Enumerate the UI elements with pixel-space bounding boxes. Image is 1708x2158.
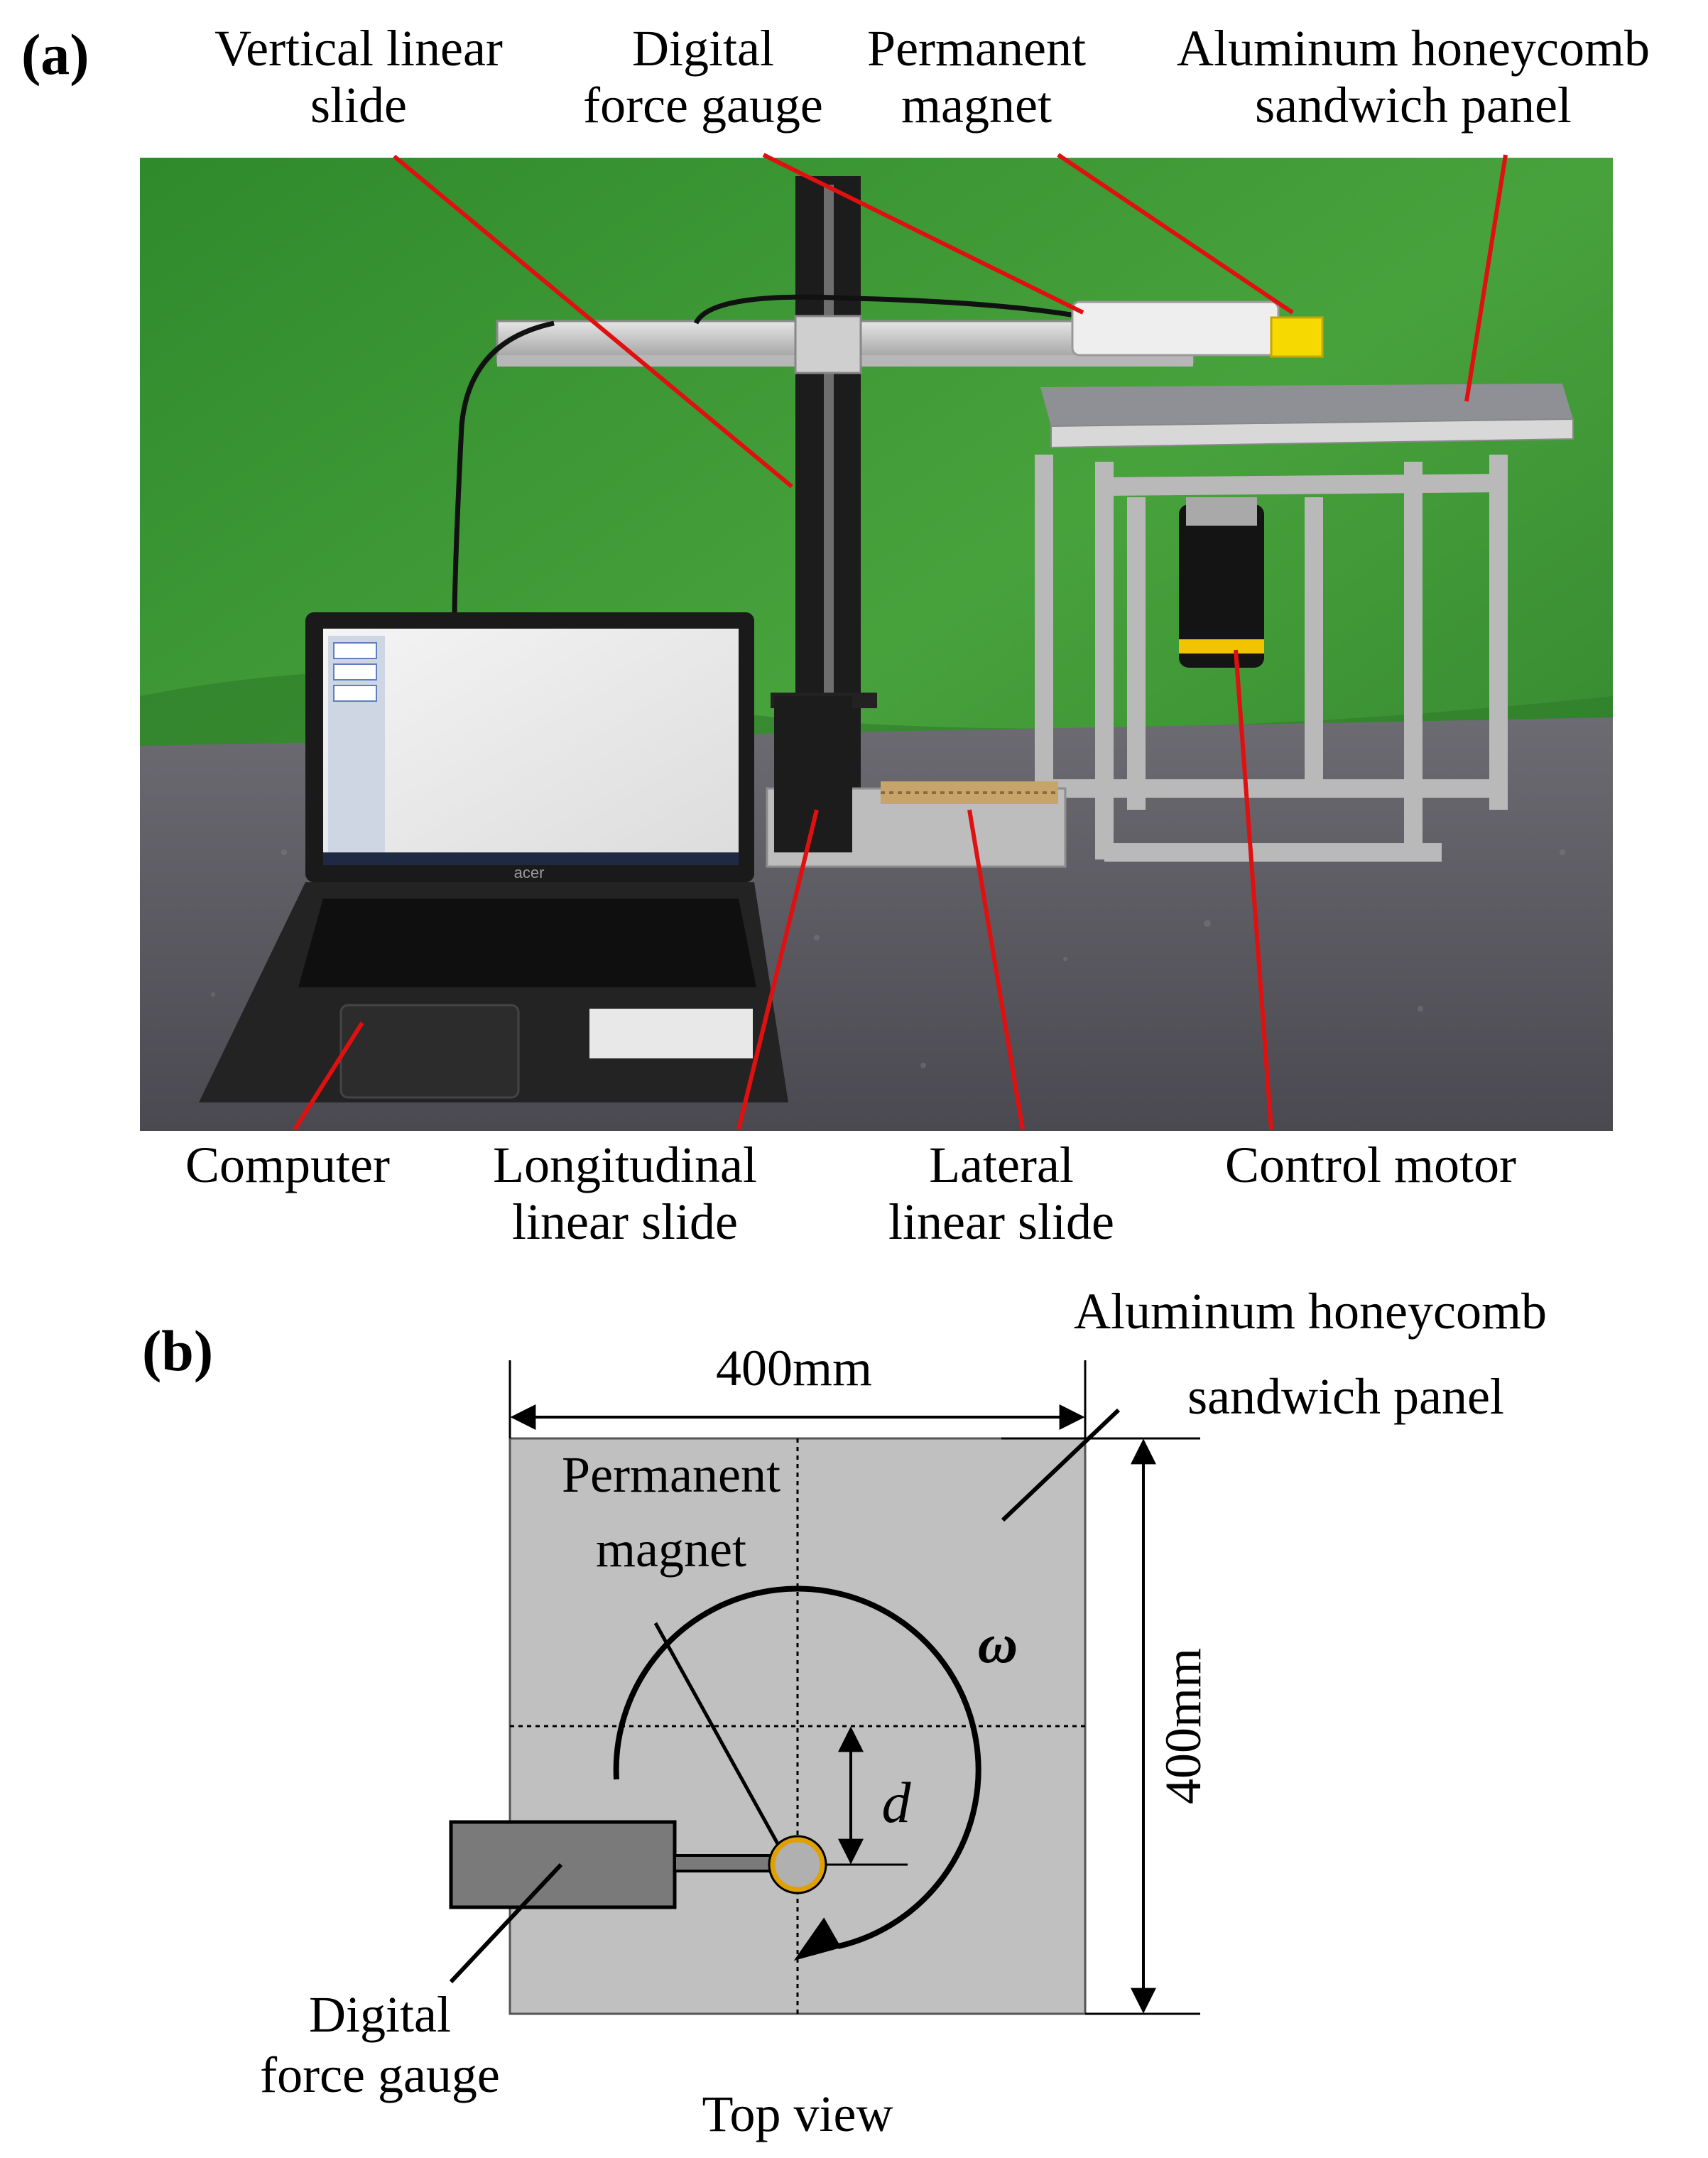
aluminum-frame [1035, 455, 1508, 862]
label-vertical-slide-line1: Vertical linear [214, 20, 503, 77]
panel-label-line2: sandwich panel [1187, 1368, 1504, 1425]
leader-lateral [967, 809, 1025, 1130]
leader-computer [293, 1021, 364, 1131]
label-lateral-slide: Lateral linear slide [852, 1137, 1151, 1250]
panel-label-line1: Aluminum honeycomb [1074, 1283, 1547, 1340]
label-magnet: Permanent magnet [845, 20, 1108, 134]
label-vertical-slide-line2: slide [310, 77, 407, 134]
top-view-caption: Top view [702, 2086, 893, 2142]
label-honeycomb-panel: Aluminum honeycomb sandwich panel [1136, 20, 1690, 134]
width-dimension-label: 400mm [716, 1340, 872, 1397]
magnet-label-line1: Permanent [562, 1446, 780, 1503]
rotation-arc [613, 1585, 981, 1949]
magnet-circle [770, 1837, 825, 1892]
label-panel-line2: sandwich panel [1255, 77, 1572, 134]
label-force-gauge-line2: force gauge [583, 77, 823, 134]
gauge-leader-line [449, 1863, 563, 1984]
label-longitudinal-slide: Longitudinal linear slide [462, 1137, 788, 1250]
label-vertical-slide: Vertical linear slide [188, 20, 529, 134]
gauge-label-line2: force gauge [260, 2046, 500, 2103]
label-magnet-line2: magnet [901, 77, 1052, 134]
control-motor [1179, 504, 1264, 668]
label-panel-line1: Aluminum honeycomb [1177, 20, 1650, 77]
panel-a-tag: (a) [21, 22, 89, 87]
force-gauge-block [449, 1820, 677, 1909]
label-longitudinal-line2: linear slide [512, 1193, 738, 1250]
d-symbol: d [882, 1770, 912, 1835]
panel-b-tag: (b) [142, 1318, 214, 1383]
label-longitudinal-line1: Longitudinal [493, 1137, 757, 1193]
leader-panel [1464, 154, 1508, 402]
leader-force-gauge [762, 153, 1084, 315]
label-force-gauge-line1: Digital [632, 20, 774, 77]
label-magnet-line1: Permanent [867, 20, 1086, 77]
leader-magnet [1057, 153, 1294, 315]
magnet-leader-line [653, 1622, 785, 1855]
label-lateral-line2: linear slide [888, 1193, 1114, 1250]
omega-symbol: ω [978, 1612, 1018, 1674]
rotation-arrowhead [793, 1917, 842, 1961]
panel-leader-line [1001, 1408, 1121, 1522]
force-gauge-rod [673, 1854, 776, 1872]
leader-vertical-slide [393, 154, 793, 489]
height-dimension-label: 400mm [1155, 1648, 1212, 1804]
leader-longitudinal [736, 809, 819, 1130]
laptop-brand-logo: acer [514, 864, 545, 882]
label-control-motor: Control motor [1225, 1137, 1516, 1193]
leader-motor [1234, 649, 1273, 1130]
honeycomb-panel [1040, 384, 1573, 426]
label-force-gauge: Digital force gauge [561, 20, 845, 134]
gauge-label-line1: Digital [309, 1986, 451, 2043]
magnet-block [1270, 316, 1324, 358]
label-computer: Computer [185, 1137, 390, 1193]
label-lateral-line1: Lateral [929, 1137, 1074, 1193]
magnet-label-line2: magnet [596, 1521, 746, 1578]
